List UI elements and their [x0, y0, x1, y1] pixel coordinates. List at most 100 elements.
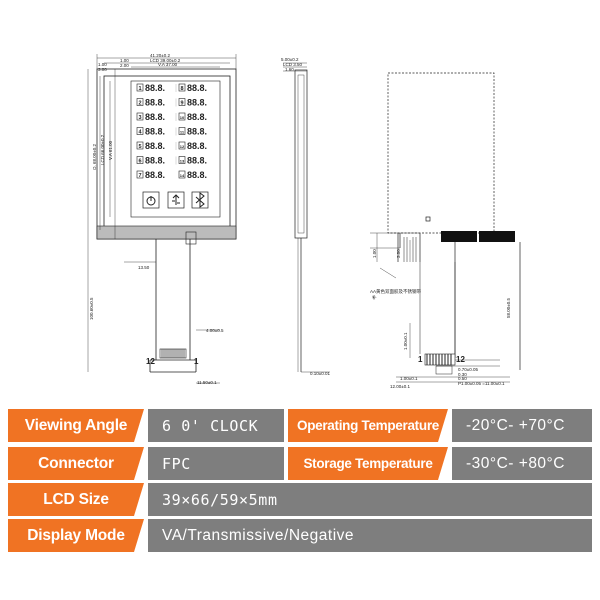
- side-dim-labels: 5.00±0.2 LCD 3.50 1.60 0.10±0.01: [281, 57, 330, 376]
- display-icons: [142, 191, 209, 209]
- segment-index-box-right: [178, 141, 186, 150]
- dim-vertical1: LCD 66.00±0.2: [100, 134, 105, 165]
- display-mode-label: Display Mode: [8, 519, 144, 552]
- segment-index-box-right: [178, 112, 186, 121]
- storage-temperature-label: Storage Temperature: [288, 447, 448, 480]
- back-pin-right: 12: [456, 355, 465, 364]
- spec-row-1: Viewing Angle 6 0' CLOCK Operating Tempe…: [8, 409, 592, 442]
- segment-digits-left: 88.8.: [145, 156, 165, 166]
- side-view: [283, 62, 330, 373]
- back-note: AA黄色双面胶及不锈钢带: [370, 288, 422, 295]
- dim-top2: LCD 39.00±0.2: [150, 58, 181, 63]
- back-small1: 1.00: [372, 249, 377, 258]
- segment-index-left: 6: [138, 159, 141, 165]
- dim-top3: V.A 37.00: [158, 62, 178, 67]
- segment-index-box-right: [178, 156, 186, 164]
- side-thickness1: 5.00±0.2: [281, 57, 299, 62]
- segment-digits-right: 88.8.: [187, 98, 207, 108]
- side-fpc-thick: 0.10±0.01: [310, 371, 330, 376]
- back-view: [370, 72, 521, 383]
- operating-temperature-value: -20°C- +70°C: [452, 409, 592, 442]
- segment-index-box-right: [178, 170, 186, 179]
- back-pin-labels: 1 12: [418, 355, 465, 364]
- segment-index-box-right: [178, 98, 186, 106]
- segment-digits-left: 88.8.: [145, 141, 165, 151]
- front-pin-labels: 12 1: [146, 357, 199, 366]
- dim-overall-height: 100.60±0.5: [89, 297, 94, 320]
- dim-bottom-offset: 13.50: [138, 265, 150, 270]
- front-dim-labels: 41.20±0.2 LCD 39.00±0.2 V.A 37.00 1.00 2…: [89, 53, 224, 385]
- dim-right-small2: 3.00: [98, 67, 107, 72]
- segment-digits-left: 88.8.: [145, 127, 165, 137]
- segment-index-right: 14: [180, 173, 185, 178]
- segment-index-left: 7: [138, 173, 141, 179]
- spec-row-3: LCD Size 39×66/59×5mm: [8, 483, 592, 516]
- segment-digits-right: 88.8.: [187, 170, 207, 180]
- segment-digits-right: 88.8.: [187, 112, 207, 122]
- dim-vertical2: V.A 61.00: [108, 140, 113, 160]
- dim-fpc-width: 11.50±0.1: [197, 380, 217, 385]
- front-pin-left: 12: [146, 357, 155, 366]
- segment-index-box-left: [136, 98, 144, 106]
- segment-index-right: 13: [180, 159, 185, 164]
- front-fpc-pads: [159, 348, 187, 359]
- segment-index-box-left: [136, 112, 144, 121]
- back-height: 58.00±0.5: [506, 298, 511, 318]
- dim-right-small1: 1.00: [98, 62, 107, 67]
- lcd-size-value: 39×66/59×5mm: [148, 483, 592, 516]
- segment-index-box-left: [136, 156, 144, 164]
- front-pin-right: 1: [194, 357, 199, 366]
- segment-digits-left: 88.8.: [145, 112, 165, 122]
- dim-vertical3: O. 68.00±0.2: [92, 144, 97, 170]
- back-pitch: P1.00±0.05 =11.00±0.1: [458, 381, 505, 386]
- segment-index-left: 5: [138, 144, 141, 150]
- segment-digits-left: 88.8.: [145, 98, 165, 108]
- back-dim-d: 1.00±0.1: [403, 332, 408, 350]
- storage-temperature-value: -30°C- +80°C: [452, 447, 592, 480]
- operating-temperature-label: Operating Temperature: [288, 409, 448, 442]
- segment-index-left: 4: [138, 130, 142, 136]
- dim-left-small1: 1.00: [120, 58, 129, 63]
- spec-row-4: Display Mode VA/Transmissive/Negative: [8, 519, 592, 552]
- side-thickness3: 1.60: [285, 67, 294, 72]
- back-dim-c: 0.50: [458, 376, 467, 381]
- front-view: [87, 54, 237, 384]
- segment-digits-left: 88.8.: [145, 170, 165, 180]
- back-dim-b: 0.30: [458, 372, 467, 377]
- segment-index-right: 11: [180, 130, 185, 135]
- back-note2: 补: [372, 294, 377, 301]
- segment-index-right: 10: [180, 115, 185, 120]
- segment-digits-right: 88.8.: [187, 141, 207, 151]
- back-dim-e: 1.00±0.1: [400, 376, 418, 381]
- segment-index-box-left: [136, 141, 144, 150]
- segment-index-right: 9: [180, 101, 183, 107]
- segment-index-box-right: [178, 83, 186, 92]
- segment-index-box-left: [136, 170, 144, 179]
- side-thickness2: LCD 3.50: [283, 62, 303, 67]
- dim-left-small2: 2.00: [120, 63, 129, 68]
- segment-index-right: 8: [180, 86, 183, 92]
- segment-digits-right: 88.8.: [187, 156, 207, 166]
- segment-index-box-left: [136, 83, 144, 92]
- connector-value: FPC: [148, 447, 284, 480]
- dim-top1: 41.20±0.2: [150, 53, 170, 58]
- connector-label: Connector: [8, 447, 144, 480]
- back-fpc-pads: [424, 353, 456, 375]
- segment-digits-left: 88.8.: [145, 83, 165, 93]
- segment-index-box-right: [178, 127, 186, 135]
- lcd-size-label: LCD Size: [8, 483, 144, 516]
- segment-index-left: 2: [138, 101, 141, 107]
- spec-row-2: Connector FPC Storage Temperature -30°C-…: [8, 447, 592, 480]
- segment-index-right: 12: [180, 144, 185, 149]
- segment-index-left: 1: [138, 86, 141, 92]
- back-pin-left: 1: [418, 355, 423, 364]
- back-small2: 3.50: [396, 249, 401, 258]
- segment-index-box-left: [136, 127, 144, 135]
- bluetooth-icon-glyph: [195, 192, 205, 208]
- viewing-angle-value: 6 0' CLOCK: [148, 409, 284, 442]
- back-dim-labels: AA黄色双面胶及不锈钢带 补 58.00±0.5 1.00 3.50 1.00±…: [370, 249, 511, 389]
- segment-digits-right: 88.8.: [187, 83, 207, 93]
- back-total: 12.00±0.1: [390, 384, 410, 389]
